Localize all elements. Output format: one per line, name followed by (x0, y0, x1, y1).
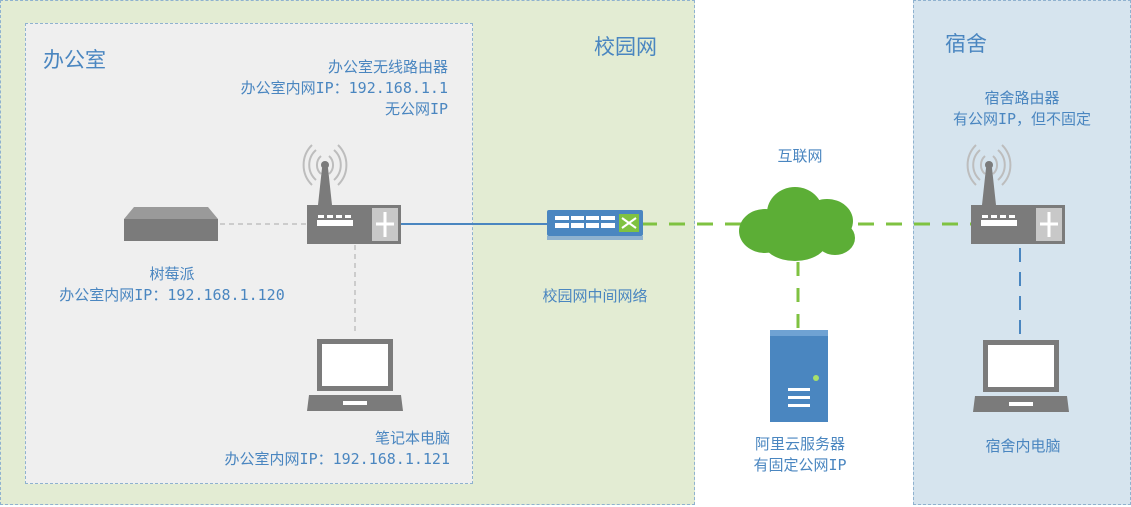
office-zone-title: 办公室 (43, 48, 106, 72)
dorm-router-name: 宿舍路由器 (984, 89, 1060, 107)
office-router-note: 无公网IP (384, 100, 448, 118)
dorm-pc-label: 宿舍内电脑 (985, 437, 1061, 455)
dorm-router-icon (966, 144, 1065, 244)
dorm-zone-title: 宿舍 (945, 32, 987, 56)
raspberry-pi-name: 树莓派 (149, 265, 195, 283)
server-name: 阿里云服务器 (754, 435, 845, 453)
server-note: 有固定公网IP (753, 456, 847, 474)
internet-cloud-icon (739, 187, 855, 261)
office-router-icon (302, 144, 401, 244)
office-router-label: 办公室无线路由器 办公室内网IP：192.168.1.1 无公网IP (241, 57, 448, 120)
office-router-ip: 办公室内网IP：192.168.1.1 (240, 79, 448, 97)
server-icon (770, 330, 828, 422)
server-label: 阿里云服务器 有固定公网IP (720, 434, 880, 476)
campus-switch-label: 校园网中间网络 (542, 287, 648, 305)
campus-zone-title: 校园网 (594, 35, 657, 59)
raspberry-pi-icon (124, 207, 218, 241)
dorm-pc-icon (973, 340, 1069, 412)
raspberry-pi-ip: 办公室内网IP：192.168.1.120 (59, 286, 285, 304)
laptop-name: 笔记本电脑 (374, 429, 450, 447)
campus-switch-icon (547, 210, 643, 240)
laptop-label: 笔记本电脑 办公室内网IP：192.168.1.121 (225, 428, 450, 470)
dorm-router-label: 宿舍路由器 有公网IP，但不固定 (924, 88, 1120, 130)
dorm-router-note: 有公网IP，但不固定 (952, 110, 1092, 128)
raspberry-pi-label: 树莓派 办公室内网IP：192.168.1.120 (40, 264, 304, 306)
internet-label: 互联网 (777, 147, 823, 165)
laptop-icon (307, 339, 403, 411)
dorm-zone (913, 0, 1131, 505)
laptop-ip: 办公室内网IP：192.168.1.121 (224, 450, 450, 468)
office-router-name: 办公室无线路由器 (327, 58, 448, 76)
